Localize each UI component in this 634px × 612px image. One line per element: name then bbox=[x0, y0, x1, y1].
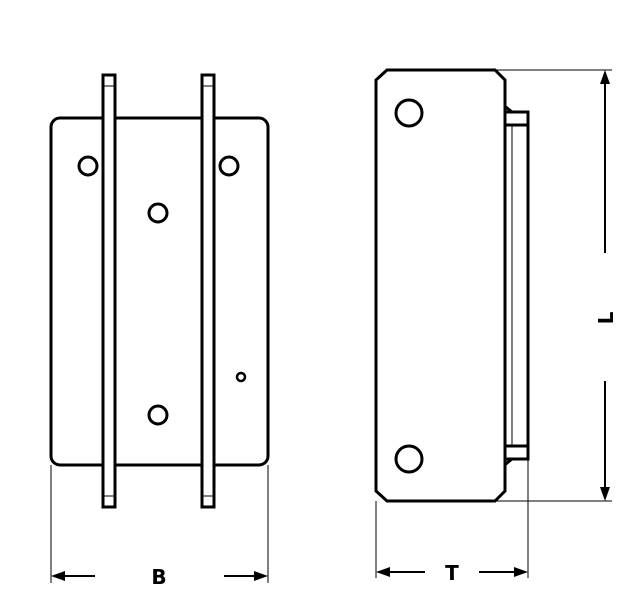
thickness-arrowhead-right bbox=[514, 567, 528, 577]
thickness-label: T bbox=[445, 561, 459, 585]
right-rail bbox=[200, 73, 216, 509]
width-arrowhead-right bbox=[254, 571, 268, 581]
front-view bbox=[49, 73, 270, 509]
length-arrowhead-top bbox=[600, 70, 610, 84]
dimension-length: L bbox=[495, 69, 618, 502]
side-body bbox=[374, 68, 507, 503]
left-rail bbox=[101, 73, 117, 509]
side-flange-lip-bottom bbox=[503, 444, 530, 461]
side-hole-top bbox=[394, 98, 424, 128]
hole-top-right bbox=[218, 155, 240, 177]
dimension-width: B bbox=[50, 465, 269, 589]
dimension-thickness: T bbox=[375, 459, 529, 585]
width-arrowhead-left bbox=[51, 571, 65, 581]
side-flange-lip-top bbox=[503, 110, 530, 127]
side-hole-bottom bbox=[394, 444, 424, 474]
hole-small bbox=[235, 371, 247, 383]
hole-center-upper bbox=[147, 202, 169, 224]
hole-top-left bbox=[77, 155, 99, 177]
side-view bbox=[374, 68, 530, 503]
thickness-arrowhead-left bbox=[376, 567, 390, 577]
width-label: B bbox=[151, 565, 166, 589]
length-arrowhead-bottom bbox=[600, 487, 610, 501]
length-label: L bbox=[594, 311, 618, 324]
hole-center-lower bbox=[147, 404, 169, 426]
